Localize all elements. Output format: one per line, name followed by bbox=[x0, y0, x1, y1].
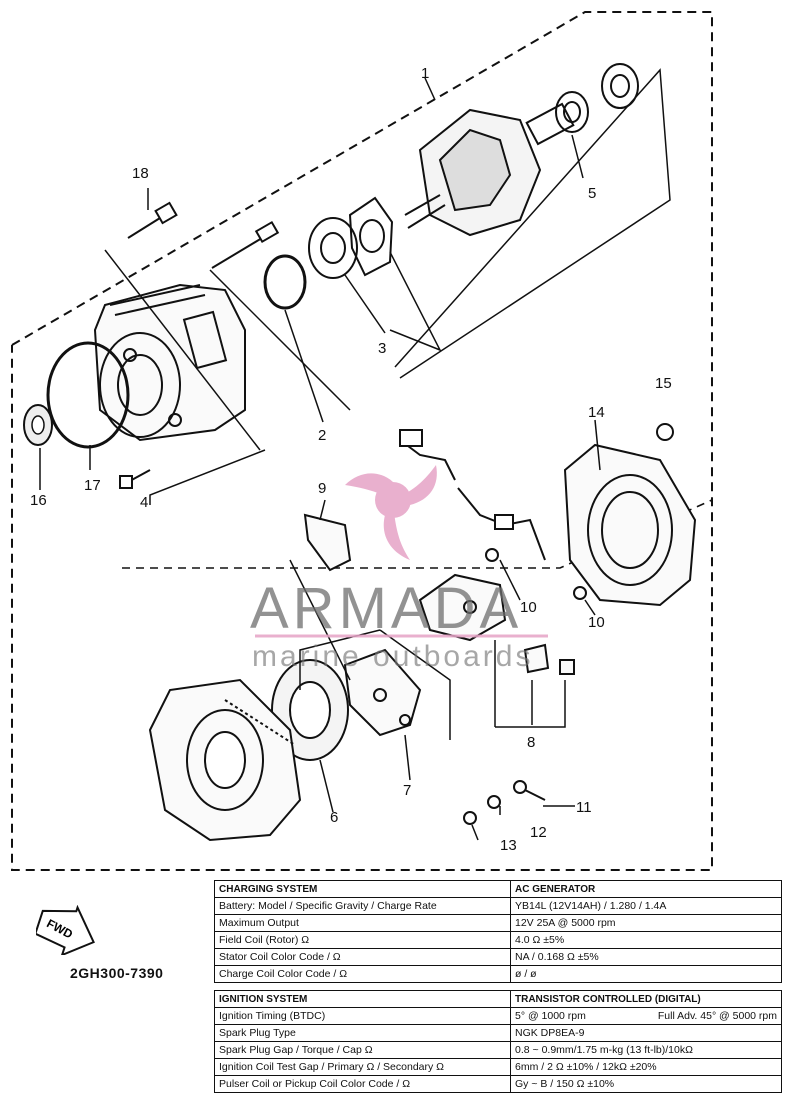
timing-full-advance: Full Adv. 45° @ 5000 rpm bbox=[657, 1010, 777, 1022]
stator-cover-14 bbox=[563, 443, 697, 607]
row-label: Spark Plug Type bbox=[214, 1024, 511, 1042]
callout-7: 7 bbox=[403, 782, 411, 799]
part-number: 2GH300-7390 bbox=[70, 965, 164, 981]
callout-8: 8 bbox=[527, 734, 535, 751]
seal-right bbox=[601, 63, 639, 109]
nut-15 bbox=[656, 423, 674, 441]
rectifier-assembly bbox=[418, 573, 507, 642]
callout-3: 3 bbox=[378, 340, 386, 357]
callout-1: 1 bbox=[421, 65, 429, 82]
nut-10 bbox=[485, 548, 587, 600]
row-value: 5° @ 1000 rpm Full Adv. 45° @ 5000 rpm bbox=[510, 1007, 782, 1025]
watermark-propeller-logo bbox=[255, 465, 548, 638]
watermark-brand-name: ARMADA bbox=[250, 576, 523, 641]
callout-4: 4 bbox=[140, 494, 148, 511]
brush-holder-9 bbox=[303, 513, 352, 572]
row-label: Ignition Coil Test Gap / Primary Ω / Sec… bbox=[214, 1058, 511, 1076]
rear-housing bbox=[148, 678, 302, 842]
timing-idle: 5° @ 1000 rpm bbox=[515, 1010, 586, 1022]
bolt-18 bbox=[127, 201, 178, 239]
callout-14: 14 bbox=[588, 404, 605, 421]
watermark-brand-tagline: marine outboards bbox=[252, 640, 534, 673]
row-label: Battery: Model / Specific Gravity / Char… bbox=[214, 897, 511, 915]
row-value: NA / 0.168 Ω ±5% bbox=[510, 948, 782, 966]
callout-13: 13 bbox=[500, 837, 517, 854]
callout-12: 12 bbox=[530, 824, 547, 841]
ignition-system-table: IGNITION SYSTEM Transistor Controlled (D… bbox=[214, 990, 782, 1093]
bearing-plate bbox=[348, 196, 394, 277]
row-label: Charge Coil Color Code / Ω bbox=[214, 965, 511, 983]
row-value: 0.8 ~ 0.9mm/1.75 m-kg (13 ft-lb)/10kΩ bbox=[510, 1041, 782, 1059]
callout-17: 17 bbox=[84, 477, 101, 494]
o-ring bbox=[46, 341, 130, 449]
row-value: 6mm / 2 Ω ±10% / 12kΩ ±20% bbox=[510, 1058, 782, 1076]
table-row: Battery: Model / Specific Gravity / Char… bbox=[214, 897, 782, 915]
leader-lines-upper bbox=[39, 68, 671, 505]
row-label: Maximum Output bbox=[214, 914, 511, 932]
row-value: YB14L (12V14AH) / 1.280 / 1.4A bbox=[510, 897, 782, 915]
bolt-4 bbox=[119, 469, 151, 489]
bearing-3 bbox=[308, 217, 358, 279]
table-row: Ignition Timing (BTDC) 5° @ 1000 rpm Ful… bbox=[214, 1007, 782, 1025]
washer-13 bbox=[463, 811, 477, 825]
table-row: Pulser Coil or Pickup Coil Color Code / … bbox=[214, 1075, 782, 1093]
row-label: Stator Coil Color Code / Ω bbox=[214, 948, 511, 966]
callout-16: 16 bbox=[30, 492, 47, 509]
table-row: Stator Coil Color Code / Ω NA / 0.168 Ω … bbox=[214, 948, 782, 966]
row-label: Spark Plug Gap / Torque / Cap Ω bbox=[214, 1041, 511, 1059]
brush-8 bbox=[523, 643, 575, 675]
seal-2 bbox=[263, 254, 307, 310]
through-bolt bbox=[211, 220, 280, 269]
callout-2: 2 bbox=[318, 427, 326, 444]
charging-system-table: CHARGING SYSTEM AC Generator Battery: Mo… bbox=[214, 880, 782, 983]
table-row: Ignition Coil Test Gap / Primary Ω / Sec… bbox=[214, 1058, 782, 1076]
ignition-title: IGNITION SYSTEM bbox=[214, 990, 511, 1008]
ignition-title-value: Transistor Controlled (Digital) bbox=[510, 990, 782, 1008]
oil-seal-left-inner bbox=[31, 415, 45, 435]
charging-title-value: AC Generator bbox=[510, 880, 782, 898]
table-header-row: IGNITION SYSTEM Transistor Controlled (D… bbox=[214, 990, 782, 1008]
callout-10a: 10 bbox=[520, 599, 537, 616]
callout-15: 15 bbox=[655, 375, 672, 392]
callout-5: 5 bbox=[588, 185, 596, 202]
charging-title: CHARGING SYSTEM bbox=[214, 880, 511, 898]
row-label: Field Coil (Rotor) Ω bbox=[214, 931, 511, 949]
callout-11: 11 bbox=[576, 799, 592, 816]
assembly-dashed-outline bbox=[11, 11, 713, 871]
callout-9: 9 bbox=[318, 480, 326, 497]
callout-10b: 10 bbox=[588, 614, 605, 631]
table-header-row: CHARGING SYSTEM AC Generator bbox=[214, 880, 782, 898]
leader-lines-lower bbox=[289, 419, 601, 841]
row-label: Pulser Coil or Pickup Coil Color Code / … bbox=[214, 1075, 511, 1093]
washer-12 bbox=[487, 795, 501, 809]
alternator-housing bbox=[93, 283, 246, 442]
table-row: Spark Plug Gap / Torque / Cap Ω 0.8 ~ 0.… bbox=[214, 1041, 782, 1059]
table-row: Field Coil (Rotor) Ω 4.0 Ω ±5% bbox=[214, 931, 782, 949]
pickup-plate-7 bbox=[343, 648, 422, 737]
row-value: 4.0 Ω ±5% bbox=[510, 931, 782, 949]
callout-6: 6 bbox=[330, 809, 338, 826]
fwd-arrow-icon: FWD bbox=[36, 905, 95, 955]
row-value: 12V 25A @ 5000 rpm bbox=[510, 914, 782, 932]
bearing-5 bbox=[555, 91, 589, 133]
row-value: Gy ~ B / 150 Ω ±10% bbox=[510, 1075, 782, 1093]
bolt-11 bbox=[513, 780, 546, 801]
wire-harness bbox=[399, 429, 546, 561]
table-row: Spark Plug Type NGK DP8EA-9 bbox=[214, 1024, 782, 1042]
row-value: NGK DP8EA-9 bbox=[510, 1024, 782, 1042]
exploded-parts-diagram: 1 2 3 4 5 6 7 8 9 10 10 11 12 13 14 15 1… bbox=[11, 11, 713, 871]
table-row: Maximum Output 12V 25A @ 5000 rpm bbox=[214, 914, 782, 932]
callout-18: 18 bbox=[132, 165, 149, 182]
rotor-1 bbox=[404, 102, 575, 237]
row-value: ø / ø bbox=[510, 965, 782, 983]
row-label: Ignition Timing (BTDC) bbox=[214, 1007, 511, 1025]
table-row: Charge Coil Color Code / Ω ø / ø bbox=[214, 965, 782, 983]
